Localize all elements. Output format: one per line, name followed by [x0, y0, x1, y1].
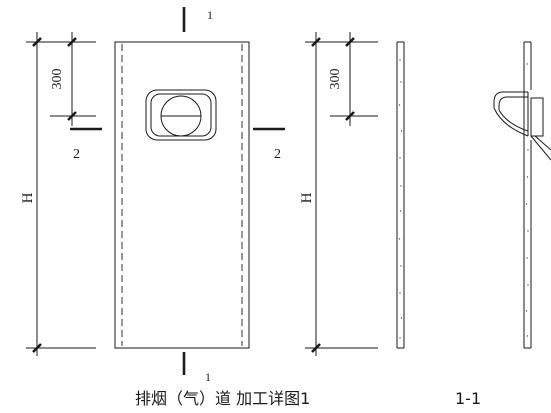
section-marker-bottom: 1: [182, 352, 211, 384]
section-mark-top-label: 1: [207, 8, 213, 22]
exhaust-valve-section: [493, 91, 551, 161]
cut-marker-left: 2: [70, 127, 102, 162]
dimension-h-label: H: [20, 192, 36, 203]
dimension-300-label: 300: [50, 69, 65, 90]
section-mark-bottom-label: 1: [205, 370, 211, 384]
exhaust-valve-front: [145, 89, 217, 141]
detail-drawing-caption: 排烟（气）道 加工详图1: [135, 389, 310, 408]
cut-marker-right: 2: [253, 127, 285, 162]
dimension-h-label: H: [299, 192, 315, 203]
shaft-front-view: [114, 41, 250, 349]
left-dimension-chain: 300 H: [20, 32, 96, 356]
section-caption: 1-1: [455, 389, 481, 408]
dimension-300-label: 300: [328, 69, 343, 90]
wall-hatch-left: [398, 59, 403, 339]
section-marker-top: 1: [182, 7, 213, 32]
wall-hatch-right: [525, 63, 529, 337]
cut-mark-left-label: 2: [73, 147, 80, 162]
shaft-section-view: [396, 41, 532, 349]
right-dimension-chain: 300 H: [299, 32, 378, 356]
cut-mark-right-label: 2: [274, 147, 281, 162]
